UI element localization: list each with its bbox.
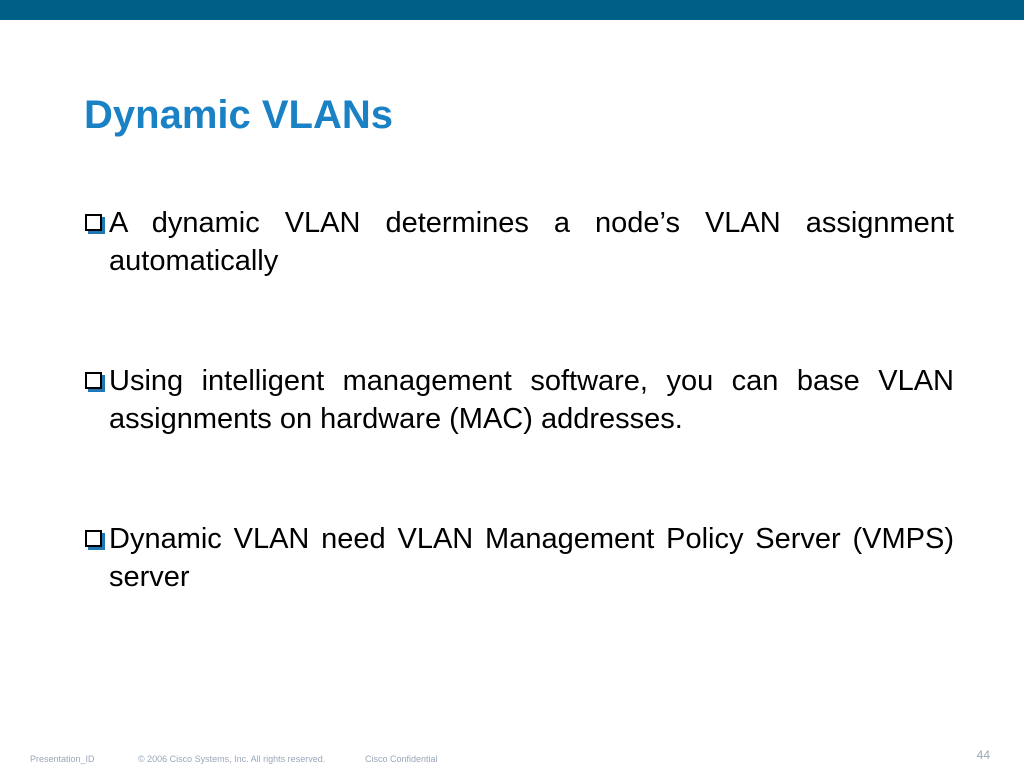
bullet-item: A dynamic VLAN determines a node’s VLAN …	[84, 204, 954, 280]
top-banner-bar	[0, 0, 1024, 20]
checkbox-square-icon	[85, 530, 102, 547]
checkbox-square-icon	[85, 214, 102, 231]
bullet-text: Dynamic VLAN need VLAN Management Policy…	[109, 523, 954, 593]
checkbox-square-icon	[85, 372, 102, 389]
bullet-text: Using intelligent management software, y…	[109, 365, 954, 435]
footer-confidential: Cisco Confidential	[365, 754, 438, 764]
bullet-item: Dynamic VLAN need VLAN Management Policy…	[84, 520, 954, 596]
footer-presentation-id: Presentation_ID	[30, 754, 95, 764]
footer-copyright: © 2006 Cisco Systems, Inc. All rights re…	[138, 754, 326, 764]
bullet-list: A dynamic VLAN determines a node’s VLAN …	[84, 204, 954, 596]
slide-title: Dynamic VLANs	[84, 93, 393, 137]
bullet-text: A dynamic VLAN determines a node’s VLAN …	[109, 207, 954, 277]
page-number: 44	[976, 748, 990, 762]
bullet-item: Using intelligent management software, y…	[84, 362, 954, 438]
